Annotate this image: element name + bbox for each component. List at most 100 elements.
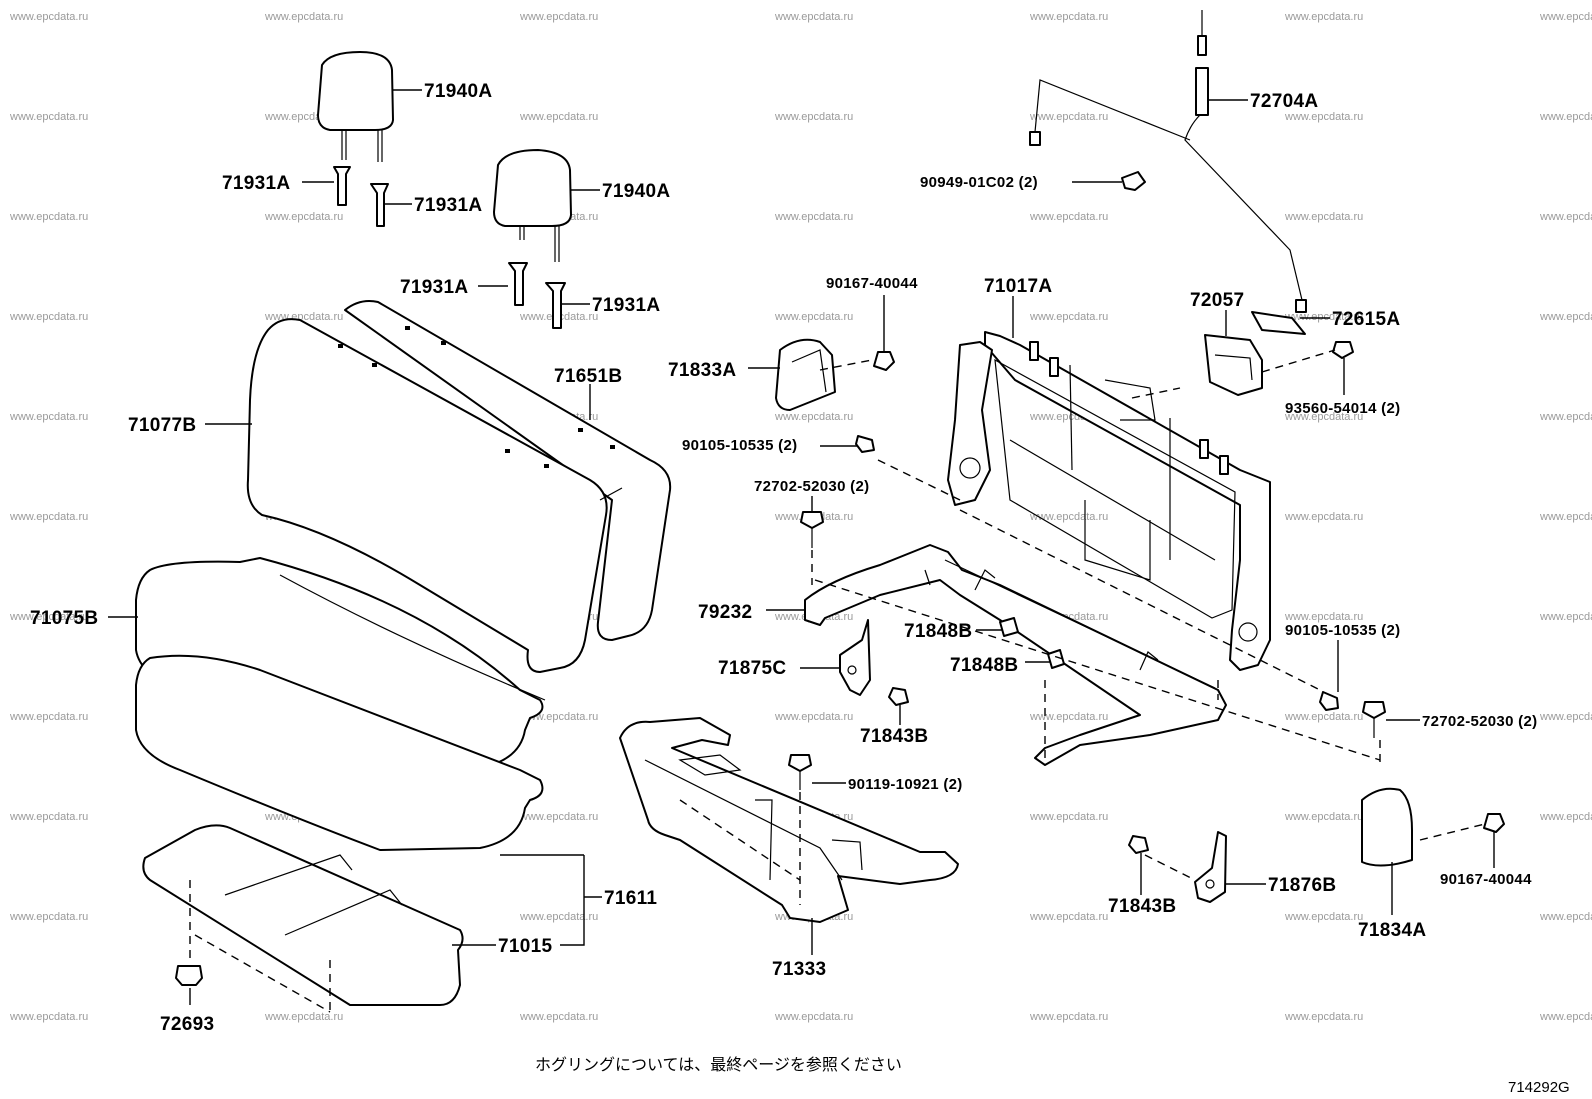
label-71931A-4[interactable]: 71931A xyxy=(592,295,660,316)
watermark-text: www.epcdata.ru xyxy=(1284,1011,1363,1023)
label-71015[interactable]: 71015 xyxy=(498,936,552,957)
watermark-text: www.epcdata.ru xyxy=(1284,511,1363,523)
label-72702-52030-right[interactable]: 72702-52030 (2) xyxy=(1422,713,1537,730)
label-71833A[interactable]: 71833A xyxy=(668,360,736,381)
watermark-text: www.epcdata.ru xyxy=(9,211,88,223)
watermark-text: www.epcdata.ru xyxy=(1284,311,1363,323)
label-90167-40044-upper[interactable]: 90167-40044 xyxy=(826,275,918,292)
watermark-text: www.epcdata.ru xyxy=(1029,211,1108,223)
label-93560-54014[interactable]: 93560-54014 (2) xyxy=(1285,400,1400,417)
watermark-text: www.epcdata.ru xyxy=(519,11,598,23)
watermark-text: www.epcdata.ru xyxy=(9,611,88,623)
hinge-bracket-79232[interactable] xyxy=(804,544,1227,766)
bolt-71843B-left[interactable] xyxy=(888,687,909,706)
headrest-guide-2[interactable] xyxy=(370,183,389,227)
label-90167-40044-lower[interactable]: 90167-40044 xyxy=(1440,871,1532,888)
label-71075B[interactable]: 71075B xyxy=(30,608,98,629)
label-72702-52030-left[interactable]: 72702-52030 (2) xyxy=(754,478,869,495)
clamp-90949[interactable] xyxy=(1121,171,1146,191)
watermark-text: www.epcdata.ru xyxy=(1029,711,1108,723)
label-90105-10535-upper[interactable]: 90105-10535 (2) xyxy=(682,437,797,454)
label-71931A-2[interactable]: 71931A xyxy=(414,195,482,216)
watermark-text: www.epcdata.ru xyxy=(1284,811,1363,823)
label-79232[interactable]: 79232 xyxy=(698,602,752,623)
label-72704A[interactable]: 72704A xyxy=(1250,91,1318,112)
label-72057[interactable]: 72057 xyxy=(1190,290,1244,311)
watermark-text: www.epcdata.ru xyxy=(1539,911,1592,923)
label-71017A[interactable]: 71017A xyxy=(984,276,1052,297)
label-71834A[interactable]: 71834A xyxy=(1358,920,1426,941)
watermark-text: www.epcdata.ru xyxy=(1029,11,1108,23)
watermark-text: www.epcdata.ru xyxy=(1539,311,1592,323)
bolt-90167-upper[interactable] xyxy=(873,351,895,371)
watermark-text: www.epcdata.ru xyxy=(1029,511,1108,523)
pad-72615A[interactable] xyxy=(1251,311,1306,335)
label-90949-01C02[interactable]: 90949-01C02 (2) xyxy=(920,174,1038,191)
watermark-text: www.epcdata.ru xyxy=(1539,211,1592,223)
watermark-text: www.epcdata.ru xyxy=(1284,111,1363,123)
watermark-text: www.epcdata.ru xyxy=(9,811,88,823)
release-cable-72704A[interactable] xyxy=(1029,10,1307,313)
hinge-cover-71834A[interactable] xyxy=(1361,787,1413,867)
bolt-90119[interactable] xyxy=(788,754,812,790)
watermark-text: www.epcdata.ru xyxy=(519,811,598,823)
seat-cushion-pad[interactable] xyxy=(135,654,544,851)
watermark-text: www.epcdata.ru xyxy=(1539,411,1592,423)
bolt-90105-upper[interactable] xyxy=(855,435,875,453)
headrest-guide-3[interactable] xyxy=(508,262,528,306)
label-72615A[interactable]: 72615A xyxy=(1332,309,1400,330)
label-71931A-1[interactable]: 71931A xyxy=(222,173,290,194)
bolt-90167-lower[interactable] xyxy=(1483,813,1505,833)
label-71848B-1[interactable]: 71848B xyxy=(904,621,972,642)
bolt-72702-left[interactable] xyxy=(800,511,824,548)
diagram-code: 714292G xyxy=(1508,1079,1570,1096)
label-71931A-3[interactable]: 71931A xyxy=(400,277,468,298)
label-71611[interactable]: 71611 xyxy=(604,888,657,909)
hog-ring-marks xyxy=(338,326,615,468)
watermark-text: www.epcdata.ru xyxy=(1284,911,1363,923)
cushion-frame-71333[interactable] xyxy=(619,717,959,923)
seatback-frame-71017A[interactable] xyxy=(947,331,1271,671)
bracket-72057[interactable] xyxy=(1204,334,1263,396)
bolt-71843B-right[interactable] xyxy=(1128,835,1149,854)
label-72693[interactable]: 72693 xyxy=(160,1014,214,1035)
label-90105-10535-lower[interactable]: 90105-10535 (2) xyxy=(1285,622,1400,639)
hinge-cover-71833A[interactable] xyxy=(775,338,836,411)
clip-71848B-1[interactable] xyxy=(999,617,1019,637)
label-71876B[interactable]: 71876B xyxy=(1268,875,1336,896)
label-71940A-2[interactable]: 71940A xyxy=(602,181,670,202)
watermark-text: www.epcdata.ru xyxy=(9,711,88,723)
label-71651B[interactable]: 71651B xyxy=(554,366,622,387)
lock-bracket-71876B[interactable] xyxy=(1194,831,1227,903)
watermark-text: www.epcdata.ru xyxy=(1539,111,1592,123)
label-71077B[interactable]: 71077B xyxy=(128,415,196,436)
label-71843B-left[interactable]: 71843B xyxy=(860,726,928,747)
watermark-text: www.epcdata.ru xyxy=(774,211,853,223)
watermark-text: www.epcdata.ru xyxy=(9,311,88,323)
headrest-right[interactable] xyxy=(493,149,572,262)
bolt-93560[interactable] xyxy=(1332,341,1354,359)
seatback-assembly[interactable] xyxy=(246,300,672,673)
label-71333[interactable]: 71333 xyxy=(772,959,826,980)
label-71848B-2[interactable]: 71848B xyxy=(950,655,1018,676)
watermark-text: www.epcdata.ru xyxy=(1284,611,1363,623)
seat-cushion-frame-plate[interactable] xyxy=(142,824,464,1006)
label-90119-10921[interactable]: 90119-10921 (2) xyxy=(848,776,963,793)
lock-bracket-71875C[interactable] xyxy=(839,619,871,696)
headrest-left[interactable] xyxy=(317,51,394,162)
bolt-90105-lower[interactable] xyxy=(1319,691,1339,711)
clip-72693[interactable] xyxy=(175,880,331,1013)
watermark-text: www.epcdata.ru xyxy=(1539,811,1592,823)
watermark-text: www.epcdata.ru xyxy=(774,711,853,723)
label-71843B-right[interactable]: 71843B xyxy=(1108,896,1176,917)
label-71940A-1[interactable]: 71940A xyxy=(424,81,492,102)
watermark-text: www.epcdata.ru xyxy=(774,311,853,323)
clip-71848B-2[interactable] xyxy=(1047,649,1065,669)
watermark-text: www.epcdata.ru xyxy=(1029,311,1108,323)
watermark-text: www.epcdata.ru xyxy=(9,1011,88,1023)
watermark-text: www.epcdata.ru xyxy=(1539,511,1592,523)
headrest-guide-1[interactable] xyxy=(333,166,351,206)
label-71875C[interactable]: 71875C xyxy=(718,658,786,679)
bolt-72702-right[interactable] xyxy=(1362,701,1386,738)
headrest-guide-4[interactable] xyxy=(545,282,566,329)
